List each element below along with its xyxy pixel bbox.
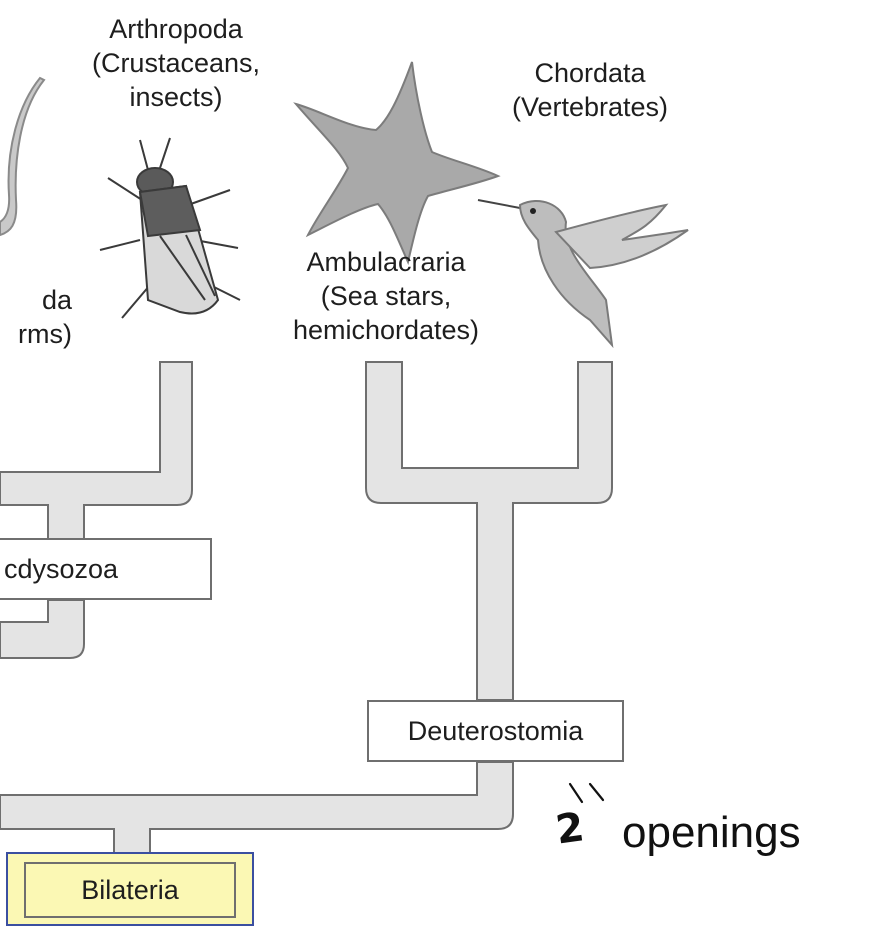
deuterostomia-label: Deuterostomia bbox=[407, 715, 584, 746]
chordata-label-line1: Chordata bbox=[534, 58, 646, 88]
nematoda-label: da rms) bbox=[0, 283, 72, 351]
starfish-icon bbox=[293, 61, 501, 266]
annotation-text: openings bbox=[622, 808, 801, 857]
bilateria-inner-box: Bilateria bbox=[24, 862, 236, 918]
tick-marks bbox=[568, 782, 605, 804]
arthropoda-label-line3: insects) bbox=[129, 82, 223, 112]
ambulacraria-label-line3: hemichordates) bbox=[292, 315, 480, 345]
ambulacraria-label-line2: (Sea stars, bbox=[320, 281, 452, 311]
worm-icon bbox=[0, 76, 46, 237]
insect-icon bbox=[99, 137, 241, 319]
ambulacraria-label-line1: Ambulacraria bbox=[306, 247, 466, 277]
bilateria-box: Bilateria bbox=[6, 852, 254, 926]
ecdysozoa-box: cdysozoa bbox=[0, 538, 212, 600]
chordata-label-line2: (Vertebrates) bbox=[511, 92, 669, 122]
ambulacraria-label: Ambulacraria (Sea stars, hemichordates) bbox=[258, 245, 514, 347]
ecdysozoa-stem bbox=[0, 599, 85, 659]
deuterostome-fork bbox=[365, 361, 613, 701]
branch-tubes bbox=[0, 361, 613, 854]
chordata-label: Chordata (Vertebrates) bbox=[476, 56, 704, 124]
nematoda-label-line1: da bbox=[41, 285, 72, 315]
ecdysozoa-label: cdysozoa bbox=[4, 553, 119, 584]
nematoda-label-line2: rms) bbox=[18, 319, 72, 349]
arthropoda-label-line2: (Crustaceans, bbox=[91, 48, 261, 78]
bilateria-label: Bilateria bbox=[81, 874, 179, 905]
arthropoda-label: Arthropoda (Crustaceans, insects) bbox=[60, 12, 292, 114]
deuterostomia-box: Deuterostomia bbox=[367, 700, 624, 762]
bilateria-connector bbox=[0, 761, 514, 854]
arthropoda-label-line1: Arthropoda bbox=[109, 14, 243, 44]
arthropoda-branch bbox=[0, 361, 193, 541]
hummingbird-icon bbox=[477, 199, 689, 349]
